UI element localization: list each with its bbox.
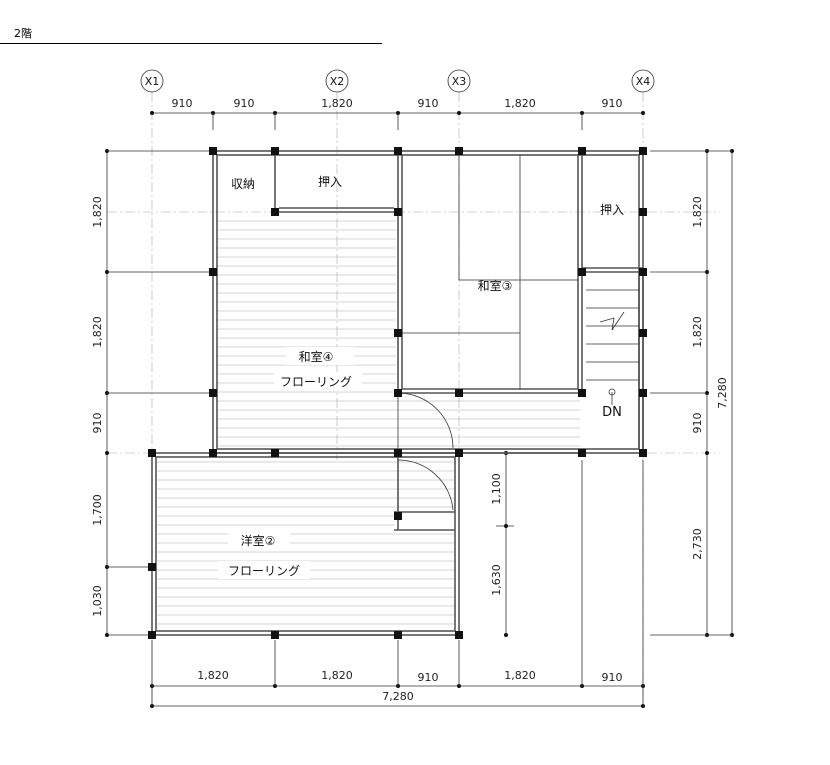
dim-inner-1: 1,100 — [490, 473, 503, 505]
dimension-inner: 1,100 1,630 — [490, 451, 514, 637]
axis-label-x3: X3 — [452, 75, 467, 88]
dim-left-2: 1,820 — [91, 316, 104, 348]
door-swings — [397, 392, 454, 511]
floor-title: 2階 — [14, 27, 32, 40]
dim-top-4: 910 — [418, 97, 439, 110]
dim-inner-2: 1,630 — [490, 564, 503, 596]
floor-hatching-washitsu4 — [216, 220, 580, 447]
label-youshitsu2-floor: フローリング — [228, 564, 300, 578]
columns — [148, 147, 647, 639]
axis-label-x1: X1 — [145, 75, 160, 88]
dim-left-4: 1,700 — [91, 494, 104, 526]
dimension-bottom: 1,820 1,820 910 1,820 910 7,280 — [150, 460, 645, 708]
dim-top-6: 910 — [602, 97, 623, 110]
label-washitsu4-floor: フローリング — [280, 375, 352, 389]
label-stair-dn: DN — [602, 405, 622, 420]
dim-right-1: 1,820 — [691, 196, 704, 228]
dim-right-2: 1,820 — [691, 316, 704, 348]
dim-top-5: 1,820 — [504, 97, 536, 110]
axis-label-x2: X2 — [330, 75, 345, 88]
label-washitsu4: 和室④ — [299, 349, 334, 364]
label-shuno: 収納 — [231, 177, 255, 191]
axis-x4: X4 — [631, 69, 655, 93]
dim-bottom-4: 1,820 — [504, 669, 536, 682]
dimension-top: 910 910 1,820 910 1,820 910 — [150, 97, 645, 130]
walls — [151, 150, 644, 636]
dimension-right: 1,820 1,820 910 2,730 7,280 — [650, 149, 734, 637]
axis-x1: X1 — [140, 69, 164, 93]
dim-left-1: 1,820 — [91, 196, 104, 228]
dim-top-1: 910 — [172, 97, 193, 110]
dim-top-2: 910 — [234, 97, 255, 110]
axis-x2: X2 — [325, 69, 349, 93]
dim-left-3: 910 — [91, 413, 104, 434]
label-oshiire-right: 押入 — [600, 203, 624, 217]
dim-bottom-3: 910 — [418, 671, 439, 684]
dim-left-5: 1,030 — [91, 585, 104, 617]
floor-hatching-youshitsu2 — [157, 461, 455, 625]
dimension-left: 1,820 1,820 910 1,700 1,030 — [91, 149, 210, 637]
dim-top-3: 1,820 — [321, 97, 353, 110]
dim-bottom-1: 1,820 — [197, 669, 229, 682]
dim-right-3: 910 — [691, 413, 704, 434]
axis-x3: X3 — [447, 69, 471, 93]
label-youshitsu2: 洋室② — [241, 533, 276, 548]
room-labels: 収納 押入 押入 和室③ 和室④ フローリング 洋室② フローリング DN — [218, 175, 624, 579]
dim-right-4: 2,730 — [691, 528, 704, 560]
label-oshiire-left: 押入 — [318, 175, 342, 189]
grid-lines — [107, 92, 720, 700]
label-washitsu3: 和室③ — [478, 278, 513, 293]
dim-right-total: 7,280 — [716, 377, 729, 409]
axis-label-x4: X4 — [636, 75, 651, 88]
title-underline — [0, 43, 382, 44]
dim-bottom-total: 7,280 — [382, 690, 414, 703]
dim-bottom-2: 1,820 — [321, 669, 353, 682]
dim-bottom-5: 910 — [602, 671, 623, 684]
